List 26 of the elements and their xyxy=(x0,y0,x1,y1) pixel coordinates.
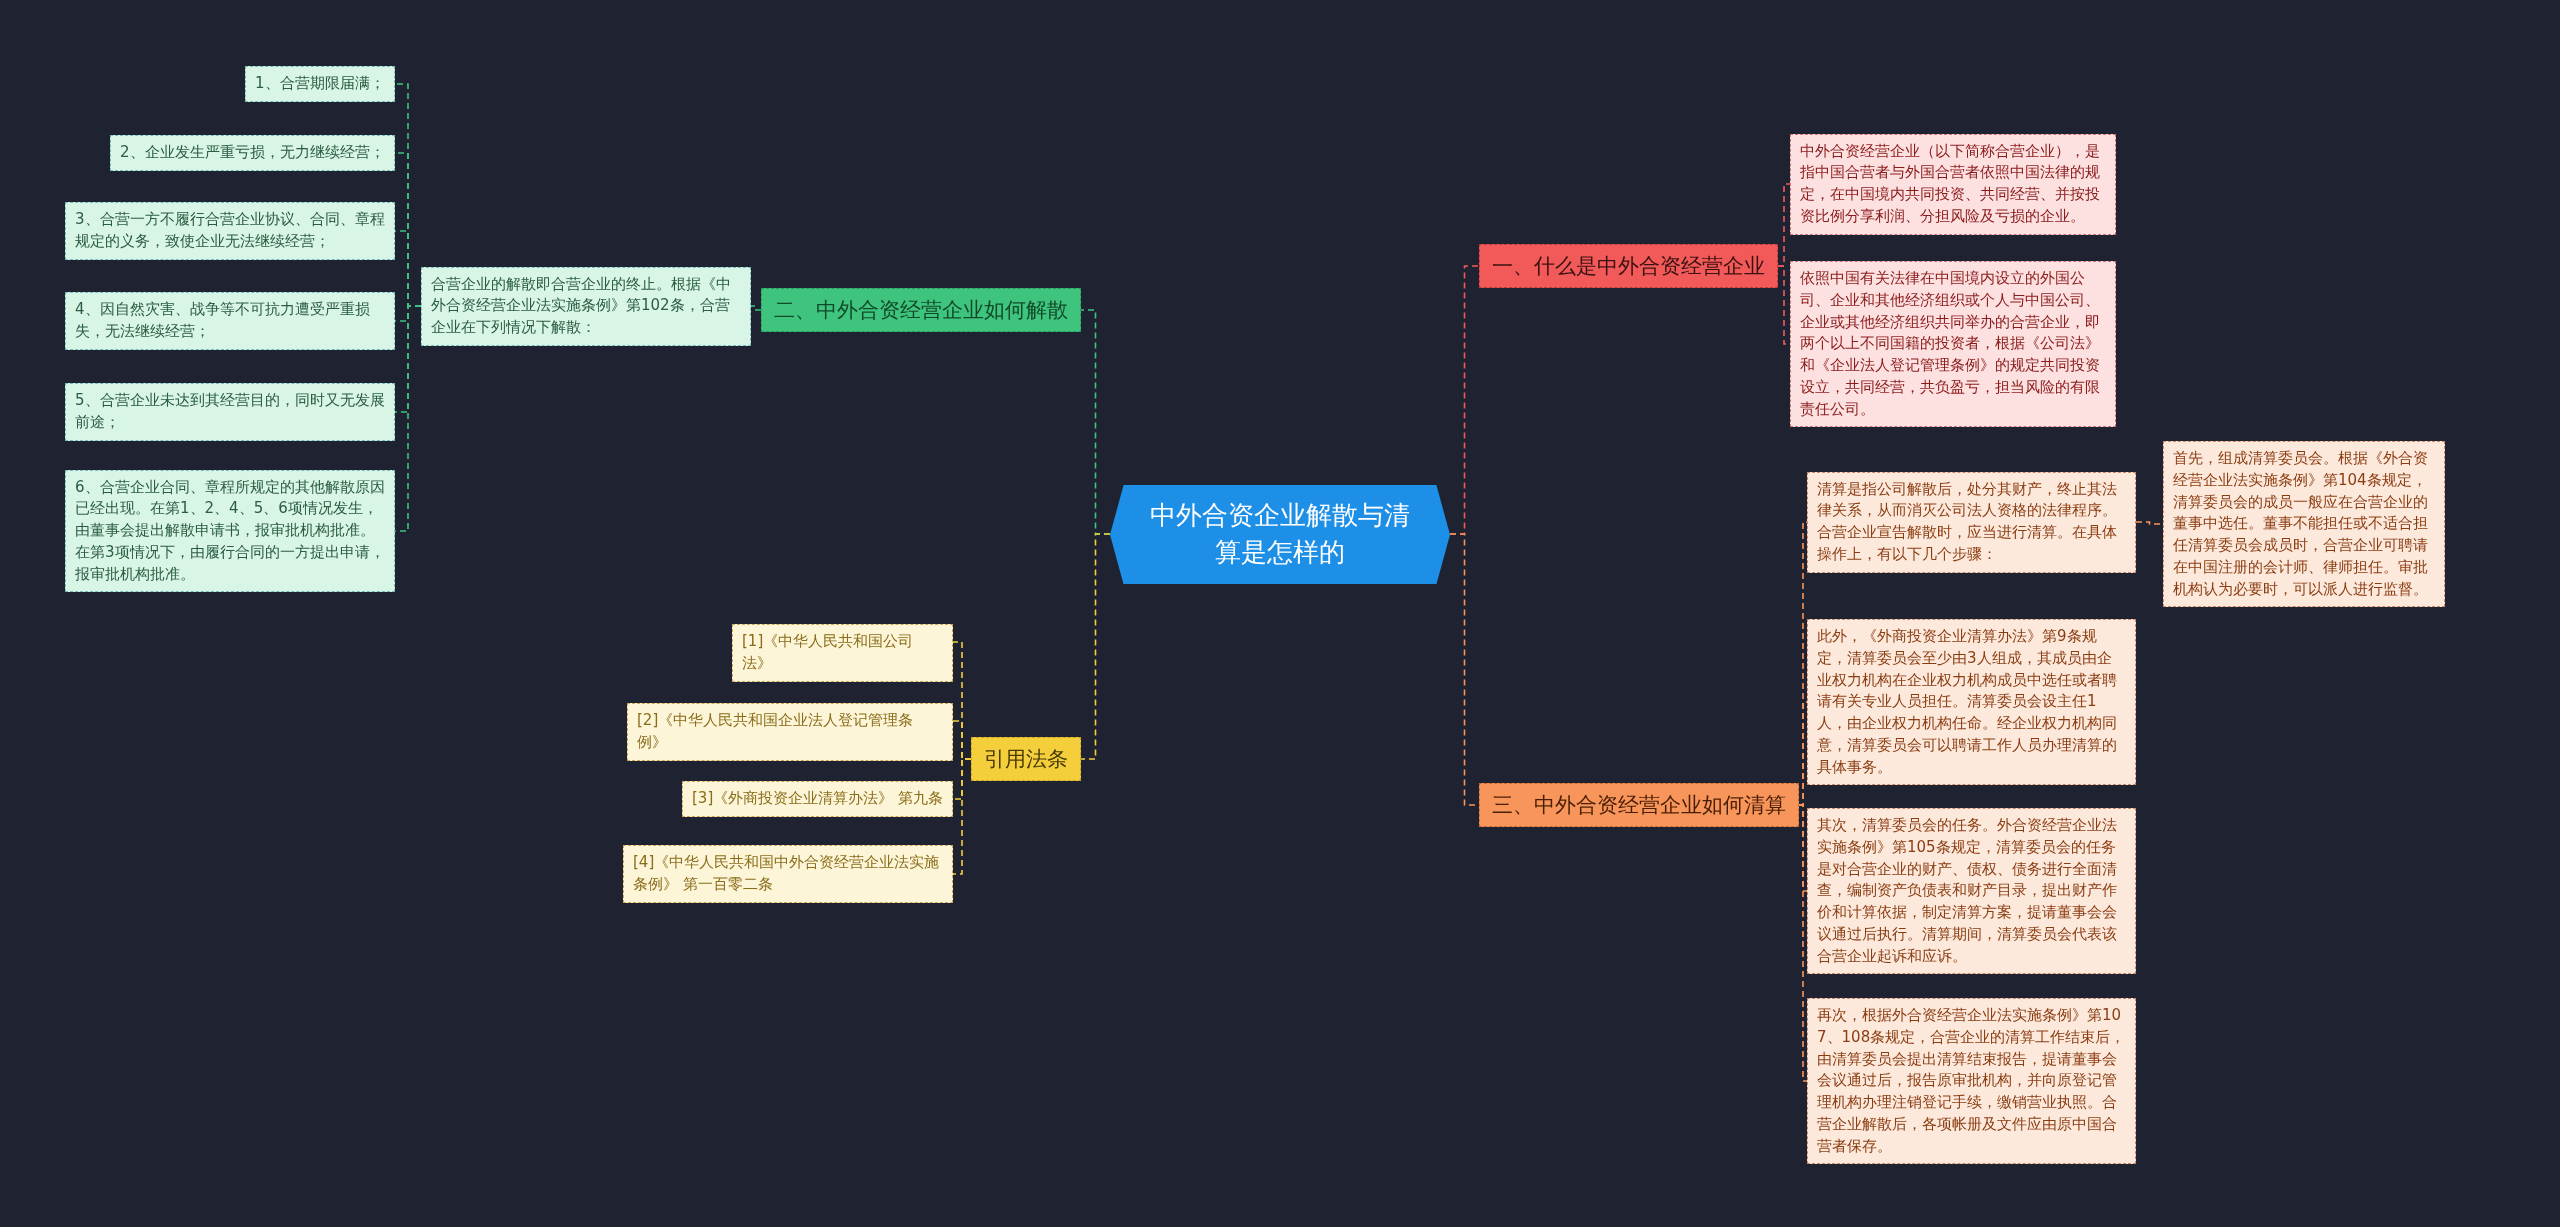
note-box: 清算是指公司解散后，处分其财产，终止其法律关系，从而消灭公司法人资格的法律程序。合营企业宣告解散时，应当进行清算。在具体操作上，有以下几个步骤： xyxy=(1807,471,2136,573)
connector xyxy=(952,758,972,875)
branch-topic-box: 一、什么是中外合资经营企业 xyxy=(1479,244,1778,289)
note-box: 合营企业的解散即合营企业的终止。根据《中外合资经营企业法实施条例》第102条，合营企业在下列情况下解散： xyxy=(421,266,751,346)
note-box: 再次，根据外合资经营企业法实施条例》第107、108条规定，合营企业的清算工作结束后，由清算委员会提出清算结束报告，提请董事会会议通过后，报告原审批机构，并向原登记管理机构办理注销登记手续，缴销营业执照。合营企业解散后，各项帐册及文件应由原中国合营者保存。 xyxy=(1807,998,2136,1165)
note-box: 2、企业发生严重亏损，无力继续经营； xyxy=(110,135,395,171)
branch-topic-box: 三、中外合资经营企业如何清算 xyxy=(1479,783,1799,828)
note-box: 6、合营企业合同、章程所规定的其他解散原因已经出现。在第1、2、4、5、6项情况发生，由董事会提出解散申请书，报审批机构批准。在第3项情况下，由履行合同的一方提出申请，报审批机构批准。 xyxy=(65,469,395,593)
note-box: 其次，清算委员会的任务。外合资经营企业法实施条例》第105条规定，清算委员会的任务是对合营企业的财产、债权、债务进行全面清查，编制资产负债表和财产目录，提出财产作价和计算依据，制定清算方案，提请董事会会议通过后执行。清算期间，清算委员会代表该合营企业起诉和应诉。 xyxy=(1807,808,2136,975)
note-box: 中外合资经营企业（以下简称合营企业），是指中国合营者与外国合营者依照中国法律的规定，在中国境内共同投资、共同经营、并按投资比例分享利润、分担风险及亏损的企业。 xyxy=(1790,133,2116,235)
note-box: [2]《中华人民共和国企业法人登记管理条例》 xyxy=(627,703,953,761)
note-box: 首先，组成清算委员会。根据《外合资经营企业法实施条例》第104条规定，清算委员会的成员一般应在合营企业的董事中选任。董事不能担任或不适合担任清算委员会成员时，合营企业可聘请在中国注册的会计师、律师担任。审批机构认为必要时，可以派人进行监督。 xyxy=(2163,441,2445,608)
note-box: 依照中国有关法律在中国境内设立的外国公司、企业和其他经济组织或个人与中国公司、企业或其他经济组织共同举办的合营企业，即两个以上不同国籍的投资者，根据《公司法》和《企业法人登记管理条例》的规定共同投资设立，共同经营，共负盈亏，担当风险的有限责任公司。 xyxy=(1790,261,2116,428)
note-box: 3、合营一方不履行合营企业协议、合同、章程规定的义务，致使企业无法继续经营； xyxy=(65,202,395,260)
branch-topic-box: 引用法条 xyxy=(971,737,1081,782)
note-box: 1、合营期限届满； xyxy=(245,66,395,102)
note-box: [4]《中华人民共和国中外合资经营企业法实施条例》 第一百零二条 xyxy=(623,845,953,903)
branch-topic-box: 二、中外合资经营企业如何解散 xyxy=(761,288,1081,333)
note-box: 4、因自然灾害、战争等不可抗力遭受严重损失，无法继续经营； xyxy=(65,292,395,350)
note-box: [1]《中华人民共和国公司法》 xyxy=(732,624,953,682)
connector xyxy=(750,305,762,311)
note-box: 此外，《外商投资企业清算办法》第9条规定，清算委员会至少由3人组成，其成员由企业权力机构在企业权力机构成员中选任或者聘请有关专业人员担任。清算委员会设主任1人，由企业权力机构任命。经企业权力机构同意，清算委员会可以聘请工作人员办理清算的具体事务。 xyxy=(1807,619,2136,786)
connector xyxy=(1080,533,1111,760)
note-box: [3]《外商投资企业清算办法》 第九条 xyxy=(682,781,953,817)
note-box: 5、合营企业未达到其经营目的，同时又无发展前途； xyxy=(65,383,395,441)
central-topic-hexagon: 中外合资企业解散与清算是怎样的 xyxy=(1110,484,1450,584)
